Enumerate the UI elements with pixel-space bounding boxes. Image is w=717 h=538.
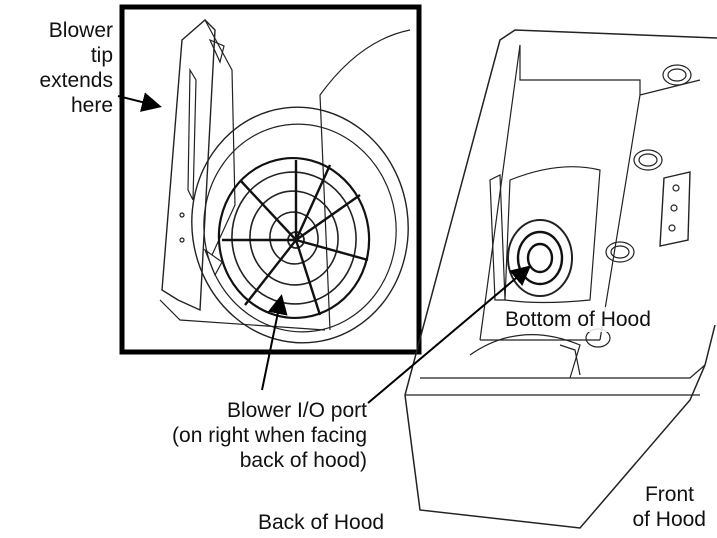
control-panel <box>659 171 691 247</box>
blower-io-arrow-hood <box>367 265 532 404</box>
inset-frame <box>119 4 422 355</box>
blower-io-arrow-inset <box>261 294 288 391</box>
bottom-of-hood-label: Bottom of Hood <box>505 307 651 332</box>
blower-io-line-1: Blower I/O port <box>226 399 367 422</box>
hood-light-2 <box>633 149 663 171</box>
blower-tip-arrow <box>117 92 162 112</box>
front-of-hood-line-2: of Hood <box>632 508 706 531</box>
blower-detail-inset <box>119 4 422 355</box>
blower-io-line-3: back of hood) <box>239 449 367 472</box>
blower-tip-line-2: tip <box>90 44 113 67</box>
hood-outline <box>404 29 717 396</box>
blower-io-port-label: Blower I/O port (on right when facing ba… <box>172 398 367 473</box>
blower-tip-line-4: here <box>70 94 113 117</box>
hood-light-3 <box>605 241 635 263</box>
callout-arrows <box>117 92 532 404</box>
blower-grille <box>217 156 371 320</box>
hood-blower-housing <box>504 166 601 304</box>
front-of-hood-line-1: Front <box>644 483 694 506</box>
blower-tip-line-3: extends <box>39 69 113 92</box>
hood-overview <box>404 29 717 529</box>
blower-tip-label: Blower tip extends here <box>39 18 113 118</box>
hood-light-1 <box>662 64 692 86</box>
front-of-hood-label: Front of Hood <box>632 482 706 532</box>
blower-io-line-2: (on right when facing <box>172 424 367 447</box>
blower-ring-outer <box>191 106 409 344</box>
back-of-hood-label: Back of Hood <box>258 511 385 534</box>
blower-tip-line-1: Blower <box>48 19 113 42</box>
hood-blower-grille <box>507 219 573 297</box>
